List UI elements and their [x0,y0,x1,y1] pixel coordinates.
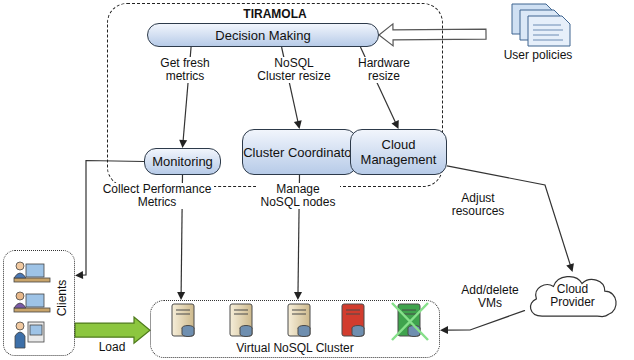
connector-line [81,161,144,276]
policy-documents: User policies [486,0,590,62]
connector [75,161,144,280]
edge-label: Add/delete VMs [455,284,525,310]
cloud-shape: Cloud Provider [525,272,620,320]
client-group: Clients [3,250,75,356]
node-label: Clients [55,280,69,317]
connector-line [446,310,525,330]
connector [440,310,525,334]
arrowhead [294,120,302,129]
node-label: Cloud Provider [545,283,601,309]
cloud-outline-path [530,277,616,317]
arrowhead [294,292,302,300]
arrowhead [75,271,83,279]
arrowhead [179,140,187,148]
connector [379,24,486,46]
server-icons [172,303,428,340]
connector [75,317,150,343]
node-label: User policies [486,48,590,62]
arrowhead [392,120,399,129]
edge-label: NoSQL Cluster resize [252,57,336,83]
arrowhead [177,292,185,300]
edge-label: Adjust resources [446,192,510,218]
node-label: TIRAMOLA [108,7,442,21]
arrowhead [440,326,448,334]
arrowhead [566,263,574,272]
node-label: Monitoring [152,154,213,169]
process-box: Decision Making [147,23,379,47]
process-box: Cluster Coordinator [242,129,357,175]
connector [447,166,574,272]
client-figures [14,262,50,348]
process-box: Cloud Management [350,129,447,175]
node-label: Virtual NoSQL Cluster [151,341,439,355]
connector-line [447,166,571,266]
document-stack [512,4,570,46]
node-label: Cluster Coordinator [243,145,356,160]
node-label: Decision Making [215,28,310,43]
block-arrow [75,317,150,343]
edge-label: Get fresh metrics [148,57,222,83]
edge-label: Collect Performance Metrics [100,183,214,209]
system-boundary: TIRAMOLA Decision MakingMonitoring Cluster… [107,3,443,187]
node-label: Cloud Management [351,137,446,167]
edge-label: Hardware resize [351,57,417,83]
block-arrow [379,24,486,46]
edge-label: Manage NoSQL nodes [256,183,340,209]
edge-label: Load [97,341,128,354]
cluster-group: Virtual NoSQL Cluster [150,300,440,358]
process-box: Monitoring [144,148,221,175]
